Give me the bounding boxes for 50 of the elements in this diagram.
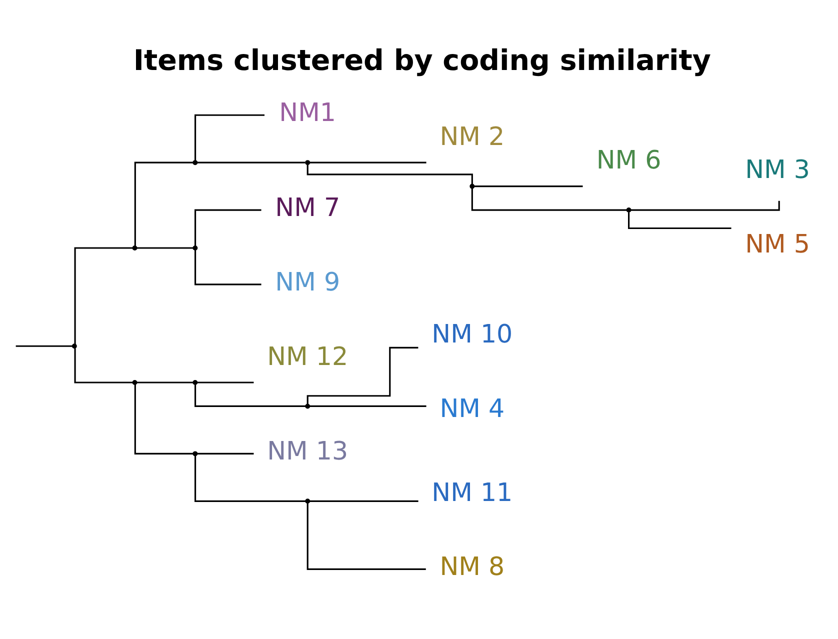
connector [309,500,418,502]
node-point [470,183,475,188]
node-point [305,498,310,504]
connector [74,348,133,383]
connector [628,212,732,229]
node-text: NM 9 [275,266,340,296]
node-point [305,160,310,165]
connector [309,404,426,407]
node-text: NM 10 [432,319,513,348]
connector [134,384,194,454]
node-point [192,245,198,250]
node-point [192,450,198,456]
node-text: NM 8 [440,552,505,581]
connector [136,381,194,383]
node-text: NM 6 [596,145,662,174]
node-text: NM 12 [267,341,348,370]
connector [134,161,194,246]
connector [309,161,426,163]
node-point [192,380,198,384]
connector [194,249,262,285]
connector [306,346,418,404]
node-point [626,207,632,212]
connector [197,161,306,163]
node-text: NM 3 [745,154,810,184]
node-text: NM 13 [267,436,348,466]
connector [306,502,426,570]
node-point [305,403,310,408]
connector [471,188,628,210]
connector [197,452,254,454]
node-text: NM 5 [745,228,810,258]
node-text: NM 11 [432,477,513,506]
connector [194,114,264,160]
connector [74,246,133,344]
diagram-title: Items clustered by coding similarity [133,43,711,76]
connector [197,381,254,383]
connector [16,344,72,346]
node-text: NM1 [279,98,336,127]
connector [474,185,583,187]
connector [194,208,262,246]
node-point [192,160,198,165]
connector [194,455,306,502]
node-point [72,343,77,348]
node-text: NM 4 [440,393,505,422]
node-text: NM 2 [440,121,505,150]
connector [194,384,306,407]
node-text: NM 7 [275,192,340,222]
node-point [132,380,138,384]
node-point [132,245,138,250]
connector [136,246,194,248]
connector [306,164,473,184]
